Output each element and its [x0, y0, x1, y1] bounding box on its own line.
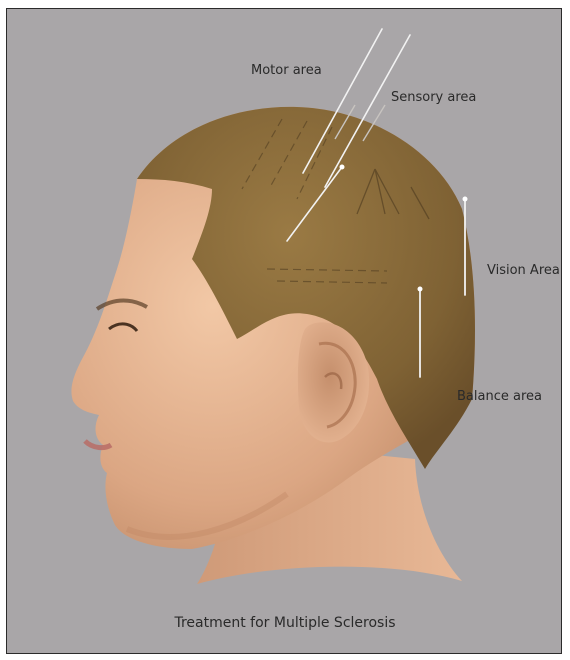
label-vision-area: Vision Area: [487, 263, 560, 278]
label-balance-area: Balance area: [457, 389, 542, 404]
label-motor-area: Motor area: [251, 63, 322, 78]
diagram-caption: Treatment for Multiple Sclerosis: [7, 615, 562, 631]
diagram-frame: Motor area Sensory area Vision Area Bala…: [6, 8, 562, 654]
head-illustration: [7, 9, 562, 654]
label-sensory-area: Sensory area: [391, 90, 476, 105]
